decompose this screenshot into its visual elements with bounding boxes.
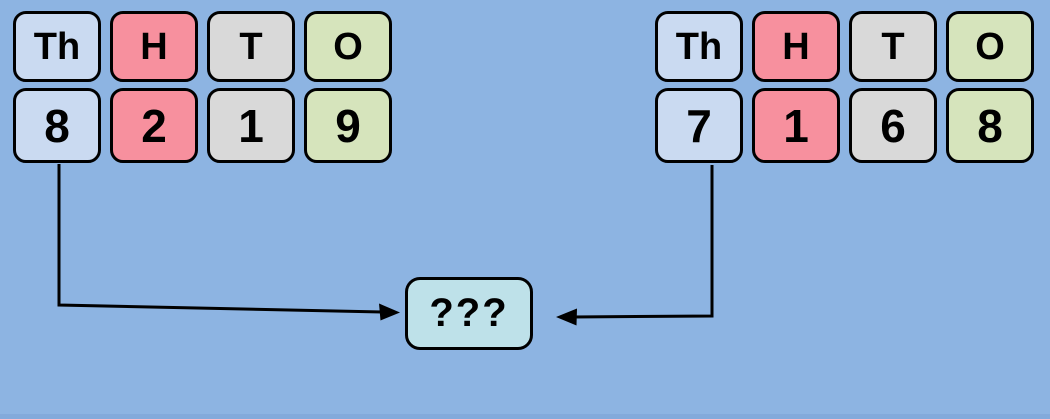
left-header-row: Th H T O — [13, 11, 392, 82]
left-digit-cell-thousands: 8 — [13, 88, 101, 163]
left-digit-cell-hundreds: 2 — [110, 88, 198, 163]
right-digit-cell-hundreds: 1 — [752, 88, 840, 163]
right-digit-cell-tens: 6 — [849, 88, 937, 163]
right-digit-cell-ones: 8 — [946, 88, 1034, 163]
bottom-edge — [0, 414, 1050, 419]
left-header-cell-ones: O — [304, 11, 392, 82]
left-header-cell-thousands: Th — [13, 11, 101, 82]
left-digit-cell-tens: 1 — [207, 88, 295, 163]
right-header-cell-hundreds: H — [752, 11, 840, 82]
right-digit-cell-thousands: 7 — [655, 88, 743, 163]
right-digit-row: 7 1 6 8 — [655, 88, 1034, 163]
arrow-left-head-icon — [556, 308, 577, 326]
arrow-from-right-thousands — [556, 165, 714, 326]
result-box: ??? — [405, 277, 533, 350]
right-header-cell-thousands: Th — [655, 11, 743, 82]
arrow-right-head-icon — [379, 303, 400, 321]
right-header-cell-ones: O — [946, 11, 1034, 82]
left-digit-cell-ones: 9 — [304, 88, 392, 163]
right-header-cell-tens: T — [849, 11, 937, 82]
left-number-table: Th H T O 8 2 1 9 — [13, 11, 392, 163]
right-number-table: Th H T O 7 1 6 8 — [655, 11, 1034, 163]
left-digit-row: 8 2 1 9 — [13, 88, 392, 163]
right-header-row: Th H T O — [655, 11, 1034, 82]
arrow-from-left-thousands — [57, 164, 400, 321]
left-header-cell-hundreds: H — [110, 11, 198, 82]
left-header-cell-tens: T — [207, 11, 295, 82]
